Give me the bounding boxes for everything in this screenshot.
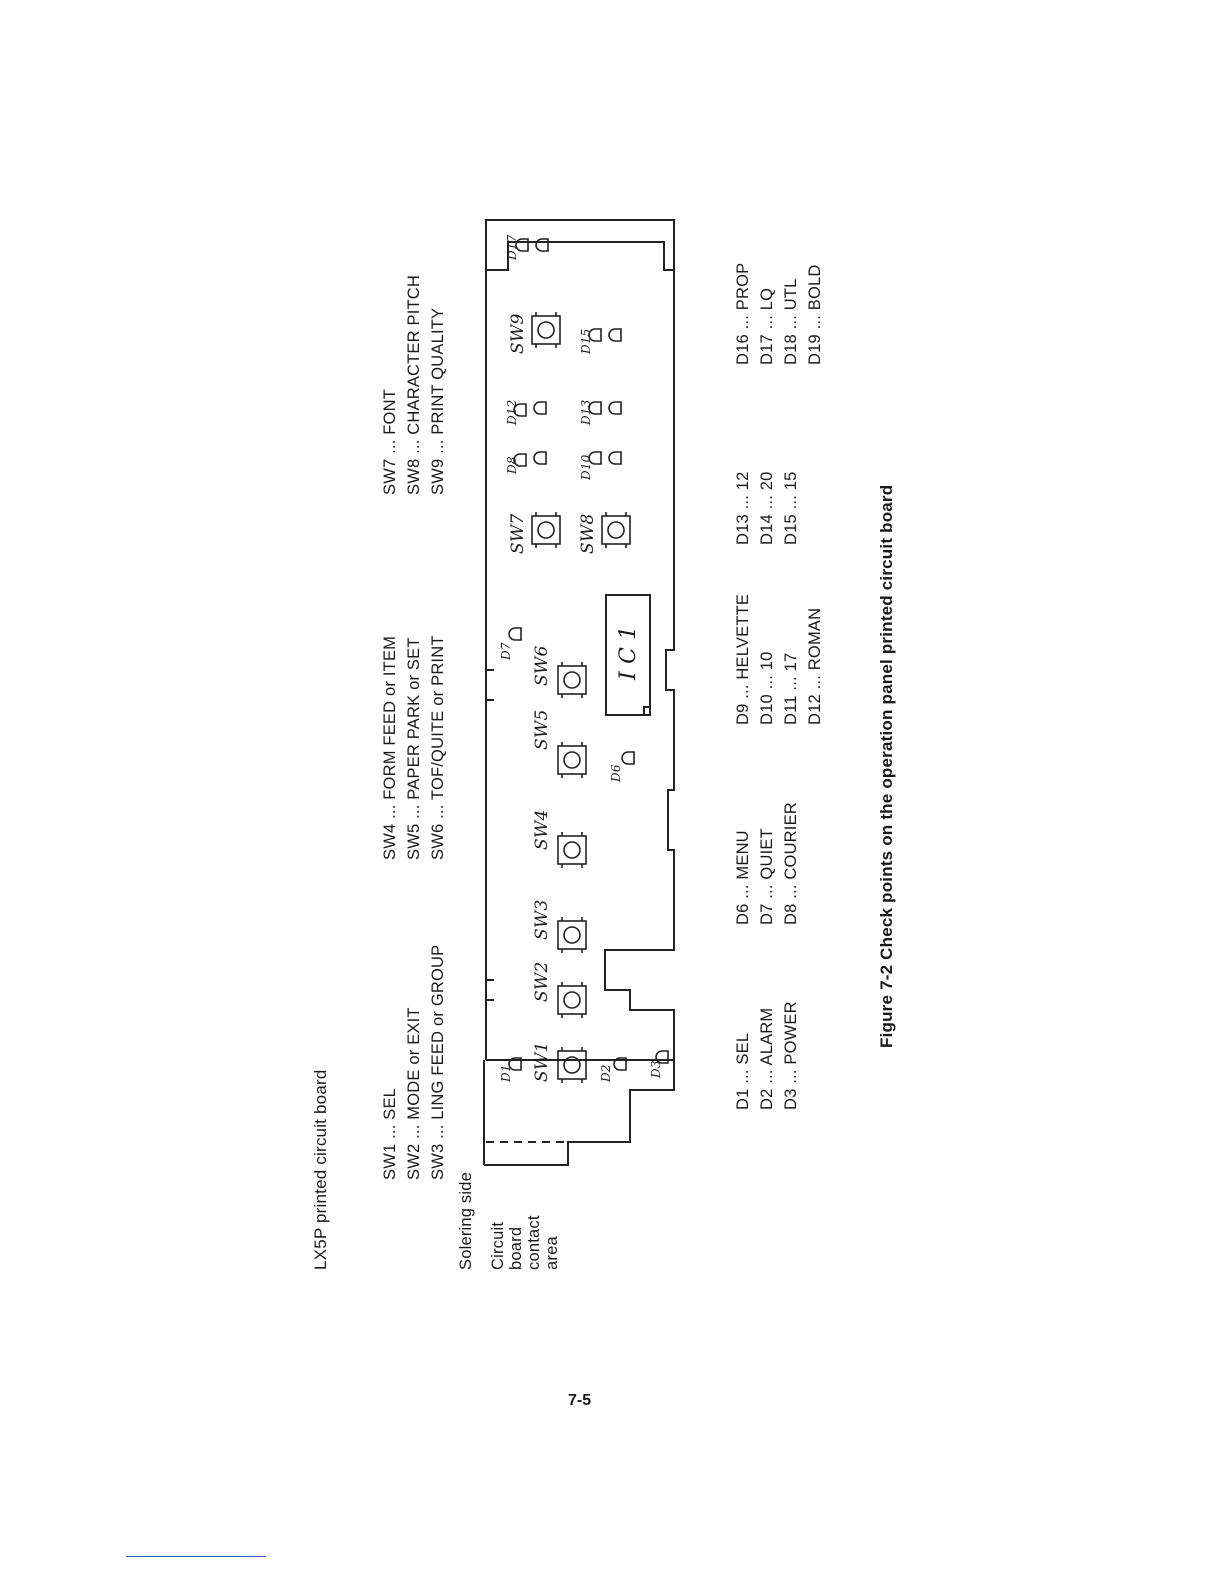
led-13 [608,401,622,415]
switch-8 [601,512,631,548]
ic1-label: I C 1 [616,625,641,680]
d6-label: D6 [609,764,623,782]
led-1 [508,1057,522,1071]
led-legend-col-4: D13 ... 12 D14 ... 20 D15 ... 15 [734,471,800,545]
circuit-board-diagram [483,219,675,1166]
sw6-label: SW6 [532,645,552,686]
led-14 [588,328,602,342]
switch-9 [531,312,561,348]
ic1-pin1 [643,706,651,716]
sw3-label: SW3 [532,899,552,940]
contact-area-box [484,1060,675,1166]
led-17 [535,238,549,252]
led-7 [533,451,547,465]
figure-caption: Figure 7-2 Check points on the operation… [877,484,896,1048]
board-outline [485,219,675,1061]
led-15 [608,328,622,342]
switch-5 [557,742,587,778]
sw7-label: SW7 [508,513,528,554]
led-2 [613,1057,627,1071]
sw9-label: SW9 [508,313,528,354]
d2-label: D2 [599,1064,613,1082]
switch-1 [557,1047,587,1083]
sw1-label: SW1 [532,1041,552,1082]
led-8 [513,403,527,417]
led-legend-col-5: D16 ... PROP D17 ... LQ D18 ... UTL D19 … [734,262,824,365]
d3-label: D3 [649,1060,663,1078]
sw4-label: SW4 [532,809,552,850]
led-4 [621,751,635,765]
led-legend-col-2: D6 ... MENU D7 ... QUIET D8 ... COURIER [734,802,800,925]
led-legend-col-3: D9 ... HELVETTE D10 ... 10 D11 ... 17 D1… [734,593,824,725]
top-notch-1 [486,979,494,1001]
switch-2 [557,982,587,1018]
d12-label: D12 [505,399,519,426]
led-16 [515,238,529,252]
led-11 [608,451,622,465]
d1-label: D1 [499,1064,513,1082]
top-notch-2 [486,669,494,701]
switch-6 [557,662,587,698]
switch-4 [557,832,587,868]
footer-rule [126,1556,266,1557]
page-number: 7-5 [568,1392,592,1409]
d13-label: D13 [579,399,593,426]
ic1-outline [605,594,651,716]
d8-label: D8 [505,456,519,474]
led-legend-col-1: D1 ... SEL D2 ... ALARM D3 ... POWER [734,1001,800,1110]
led-3 [655,1050,669,1064]
switch-7 [531,512,561,548]
d15-label: D15 [579,328,593,355]
led-9 [533,401,547,415]
rotated-figure: LX5P printed circuit board SW1 ... SEL S… [310,210,920,1270]
d7-label: D7 [499,642,513,660]
sw2-label: SW2 [532,961,552,1002]
sw8-label: SW8 [578,513,598,554]
led-10 [588,451,602,465]
switch-3 [557,917,587,953]
led-5 [508,627,522,641]
d17-label: D17 [505,234,519,261]
led-12 [588,401,602,415]
sw5-label: SW5 [532,709,552,750]
d10-label: D10 [579,454,593,481]
led-6 [513,453,527,467]
